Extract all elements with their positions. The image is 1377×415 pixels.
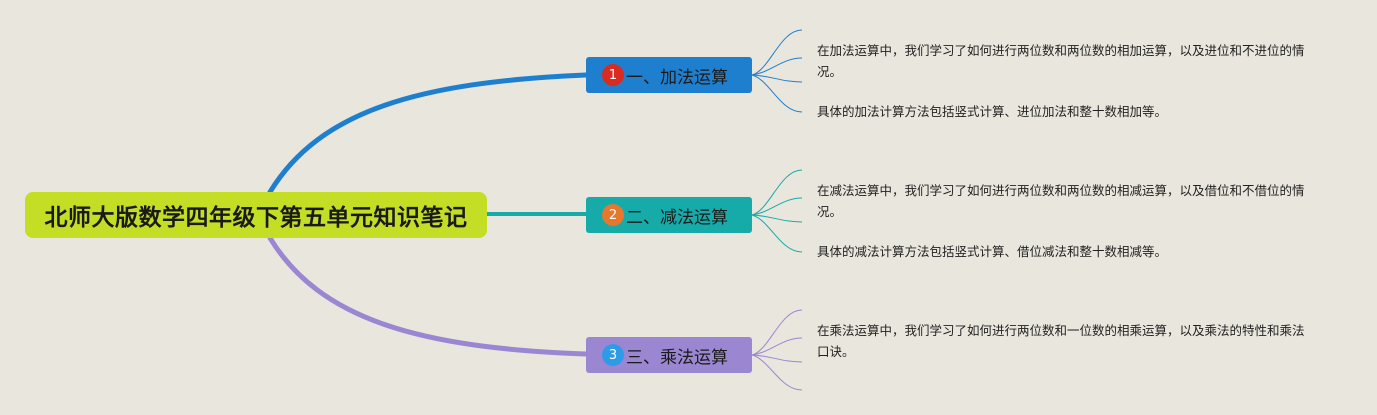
connector-root-branch-3 [267,235,589,357]
branch-label: 三、乘法运算 [626,347,728,368]
branch-topic-subtraction[interactable]: 2 二、减法运算 [586,197,752,233]
root-topic-label: 北师大版数学四年级下第五单元知识笔记 [44,205,468,231]
fan-lines-branch-3 [751,309,803,391]
priority-badge-1: 1 [602,64,624,86]
fan-lines-branch-2 [751,169,803,253]
note-multiplication-1[interactable]: 在乘法运算中，我们学习了如何进行两位数和一位数的相乘运算，以及乘法的特性和乘法口… [817,323,1305,359]
note-addition-1[interactable]: 在加法运算中，我们学习了如何进行两位数和两位数的相加运算，以及进位和不进位的情况… [817,43,1305,79]
priority-badge-2: 2 [602,204,624,226]
branch-label: 二、减法运算 [626,207,728,228]
branch-topic-addition[interactable]: 1 一、加法运算 [586,57,752,93]
note-subtraction-1[interactable]: 在减法运算中，我们学习了如何进行两位数和两位数的相减运算，以及借位和不借位的情况… [817,183,1305,219]
connector-root-branch-1 [267,72,589,195]
branch-topic-multiplication[interactable]: 3 三、乘法运算 [586,337,752,373]
note-subtraction-2[interactable]: 具体的减法计算方法包括竖式计算、借位减法和整十数相减等。 [817,244,1168,259]
branch-label: 一、加法运算 [626,67,728,88]
fan-lines-branch-1 [751,29,803,113]
note-addition-2[interactable]: 具体的加法计算方法包括竖式计算、进位加法和整十数相加等。 [817,104,1168,119]
priority-badge-3: 3 [602,344,624,366]
root-topic[interactable]: 北师大版数学四年级下第五单元知识笔记 [25,192,487,238]
